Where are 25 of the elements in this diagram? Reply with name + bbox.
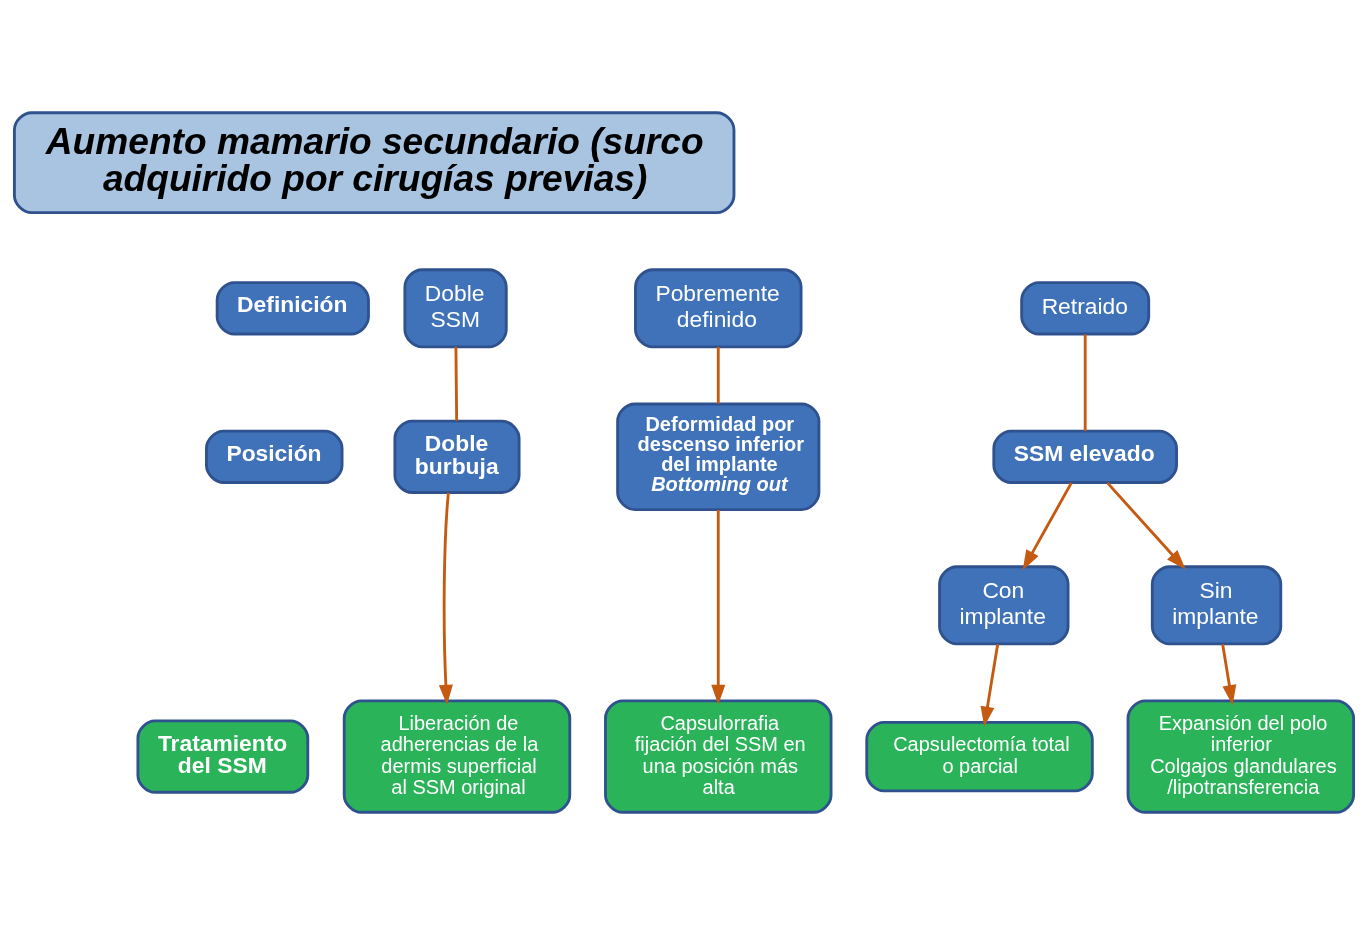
node-box: Doble SSM xyxy=(403,268,508,349)
node-box: Retraido xyxy=(1020,281,1151,336)
node-box: Capsulorrafia fijación del SSM en una posición más alta xyxy=(604,699,833,814)
node-box: Capsulectomía total o parcial xyxy=(865,720,1094,793)
node-box: Definición xyxy=(215,281,370,336)
node-box: Posición xyxy=(205,429,344,484)
arrow xyxy=(980,643,1000,727)
node-box: Con implante xyxy=(938,565,1070,646)
node-box: SSM elevado xyxy=(992,429,1178,484)
node-box: Expansión del polo inferior Colgajos glandulares /lipotransferencia xyxy=(1126,699,1356,814)
node-box: Doble burbuja xyxy=(393,419,521,494)
connector xyxy=(716,346,720,404)
arrow xyxy=(1022,482,1073,571)
node-box: Deformidad por descenso inferior del implante Bottoming out xyxy=(616,402,821,512)
connector xyxy=(1083,334,1087,431)
node-box: Liberación de adherencias de la dermis superficial al SSM original xyxy=(342,699,572,814)
arrow xyxy=(1106,481,1186,570)
node-box: Tratamiento del SSM xyxy=(136,719,310,794)
node-box: Aumento mamario secundario (surco adquirido por cirugías previas) xyxy=(12,111,736,215)
node-box: Pobremente definido xyxy=(634,268,803,349)
arrow xyxy=(1221,643,1237,706)
arrow xyxy=(711,509,726,705)
arrow xyxy=(438,492,453,705)
connector xyxy=(454,346,459,421)
node-box: Sin implante xyxy=(1150,565,1283,646)
